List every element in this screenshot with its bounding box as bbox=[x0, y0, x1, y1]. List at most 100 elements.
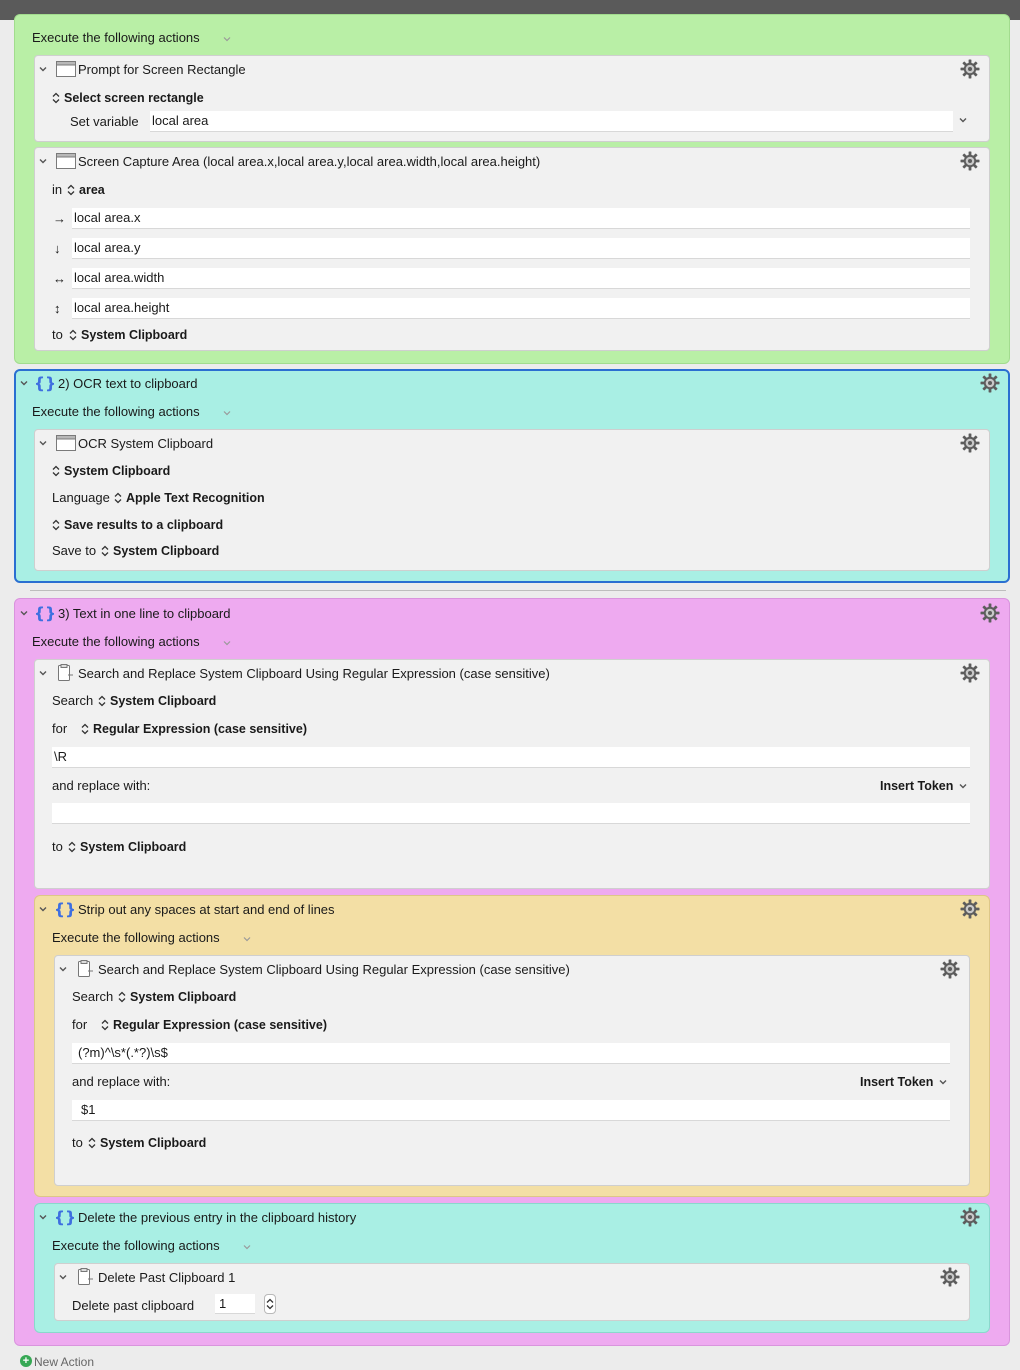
group-braces-icon bbox=[36, 374, 54, 392]
window-icon bbox=[56, 61, 76, 77]
search-source-popup[interactable]: System Clipboard bbox=[130, 990, 237, 1004]
popup-arrows-icon[interactable] bbox=[52, 465, 60, 477]
insert-token-button[interactable]: Insert Token bbox=[860, 1075, 934, 1089]
search-replace-action[interactable] bbox=[54, 955, 970, 1186]
gear-icon[interactable] bbox=[980, 603, 1000, 623]
collapse-chevron-icon[interactable] bbox=[59, 1273, 67, 1281]
window-icon bbox=[56, 153, 76, 169]
collapse-chevron-icon[interactable] bbox=[39, 669, 47, 677]
to-label: to bbox=[52, 839, 63, 854]
action-title: OCR System Clipboard bbox=[78, 436, 214, 451]
replace-label: and replace with: bbox=[72, 1074, 171, 1089]
group-title: 2) OCR text to clipboard bbox=[58, 376, 198, 391]
chevron-down-icon[interactable] bbox=[243, 935, 251, 943]
arrow-right-icon: → bbox=[53, 211, 66, 226]
save-mode-popup[interactable]: Save results to a clipboard bbox=[64, 518, 224, 532]
replace-field[interactable]: $1 bbox=[72, 1100, 950, 1121]
action-title: Prompt for Screen Rectangle bbox=[78, 62, 246, 77]
collapse-chevron-icon[interactable] bbox=[39, 1213, 47, 1221]
gear-icon[interactable] bbox=[960, 899, 980, 919]
popup-arrows-icon[interactable] bbox=[98, 695, 106, 707]
collapse-chevron-icon[interactable] bbox=[39, 65, 47, 73]
popup-arrows-icon[interactable] bbox=[114, 492, 122, 504]
popup-arrows-icon[interactable] bbox=[52, 519, 60, 531]
new-action-plus-icon[interactable]: + bbox=[20, 1355, 32, 1367]
pattern-field[interactable]: (?m)^\s*(.*?)\s$ bbox=[72, 1043, 950, 1064]
group-braces-icon bbox=[36, 604, 54, 622]
popup-arrows-icon[interactable] bbox=[52, 92, 60, 104]
clipboard-document-icon bbox=[76, 1268, 94, 1286]
collapse-chevron-icon[interactable] bbox=[20, 379, 28, 387]
action-title: Screen Capture Area (local area.x,local … bbox=[78, 154, 541, 169]
collapse-chevron-icon[interactable] bbox=[39, 439, 47, 447]
index-stepper[interactable] bbox=[264, 1294, 276, 1314]
popup-arrows-icon[interactable] bbox=[101, 1019, 109, 1031]
collapse-chevron-icon[interactable] bbox=[20, 609, 28, 617]
for-label: for bbox=[72, 1017, 88, 1032]
popup-arrows-icon[interactable] bbox=[88, 1137, 96, 1149]
execute-label: Execute the following actions bbox=[52, 930, 220, 945]
popup-arrows-icon[interactable] bbox=[81, 723, 89, 735]
destination-popup[interactable]: System Clipboard bbox=[100, 1136, 207, 1150]
stepper-arrows-icon bbox=[266, 1298, 274, 1310]
clipboard-document-icon bbox=[76, 960, 94, 978]
chevron-down-icon[interactable] bbox=[223, 409, 231, 417]
chevron-down-icon[interactable] bbox=[223, 35, 231, 43]
pattern-field[interactable]: \R bbox=[52, 747, 970, 768]
variable-dropdown-icon[interactable] bbox=[959, 116, 967, 124]
popup-arrows-icon[interactable] bbox=[69, 329, 77, 341]
language-popup[interactable]: Apple Text Recognition bbox=[126, 491, 265, 505]
gear-icon[interactable] bbox=[940, 1267, 960, 1287]
new-action-link[interactable]: New Action bbox=[34, 1355, 95, 1369]
collapse-chevron-icon[interactable] bbox=[59, 965, 67, 973]
clipboard-index-field[interactable]: 1 bbox=[215, 1294, 255, 1314]
match-type-popup[interactable]: Regular Expression (case sensitive) bbox=[93, 722, 307, 736]
gear-icon[interactable] bbox=[960, 663, 980, 683]
width-field[interactable]: local area.width bbox=[72, 268, 970, 289]
popup-arrows-icon[interactable] bbox=[101, 545, 109, 557]
save-to-popup[interactable]: System Clipboard bbox=[113, 544, 220, 558]
popup-arrows-icon[interactable] bbox=[68, 841, 76, 853]
y-field[interactable]: local area.y bbox=[72, 238, 970, 259]
area-popup[interactable]: area bbox=[79, 183, 105, 197]
chevron-down-icon[interactable] bbox=[959, 782, 967, 790]
match-type-popup[interactable]: Regular Expression (case sensitive) bbox=[113, 1018, 327, 1032]
gear-icon[interactable] bbox=[960, 1207, 980, 1227]
collapse-chevron-icon[interactable] bbox=[39, 905, 47, 913]
search-replace-action[interactable] bbox=[34, 659, 990, 889]
replace-label: and replace with: bbox=[52, 778, 151, 793]
popup-arrows-icon[interactable] bbox=[67, 184, 75, 196]
variable-name-field[interactable]: local area bbox=[150, 111, 953, 132]
ocr-action[interactable] bbox=[34, 429, 990, 571]
gear-icon[interactable] bbox=[940, 959, 960, 979]
search-source-popup[interactable]: System Clipboard bbox=[110, 694, 217, 708]
chevron-down-icon[interactable] bbox=[223, 639, 231, 647]
destination-popup[interactable]: System Clipboard bbox=[80, 840, 187, 854]
in-label: in bbox=[52, 182, 63, 197]
gear-icon[interactable] bbox=[960, 59, 980, 79]
collapse-chevron-icon[interactable] bbox=[39, 157, 47, 165]
delete-past-clipboard-action[interactable] bbox=[54, 1263, 970, 1321]
arrow-down-icon: ↓ bbox=[54, 241, 61, 256]
search-label: Search bbox=[52, 693, 94, 708]
execute-label: Execute the following actions bbox=[32, 404, 200, 419]
ocr-source-popup[interactable]: System Clipboard bbox=[64, 464, 171, 478]
height-field[interactable]: local area.height bbox=[72, 298, 970, 319]
clipboard-popup[interactable]: System Clipboard bbox=[81, 328, 188, 342]
group-title: 3) Text in one line to clipboard bbox=[58, 606, 231, 621]
group-1-execute-label: Execute the following actions bbox=[32, 30, 200, 45]
action-title: Search and Replace System Clipboard Usin… bbox=[98, 962, 570, 977]
gear-icon[interactable] bbox=[960, 433, 980, 453]
chevron-down-icon[interactable] bbox=[243, 1243, 251, 1251]
chevron-down-icon[interactable] bbox=[939, 1078, 947, 1086]
replace-field[interactable] bbox=[52, 803, 970, 824]
to-label: to bbox=[52, 327, 63, 342]
popup-arrows-icon[interactable] bbox=[118, 991, 126, 1003]
gear-icon[interactable] bbox=[980, 373, 1000, 393]
x-field[interactable]: local area.x bbox=[72, 208, 970, 229]
select-rectangle-popup[interactable]: Select screen rectangle bbox=[64, 91, 204, 105]
action-title: Search and Replace System Clipboard Usin… bbox=[78, 666, 550, 681]
action-title: Delete Past Clipboard 1 bbox=[98, 1270, 236, 1285]
gear-icon[interactable] bbox=[960, 151, 980, 171]
insert-token-button[interactable]: Insert Token bbox=[880, 779, 954, 793]
